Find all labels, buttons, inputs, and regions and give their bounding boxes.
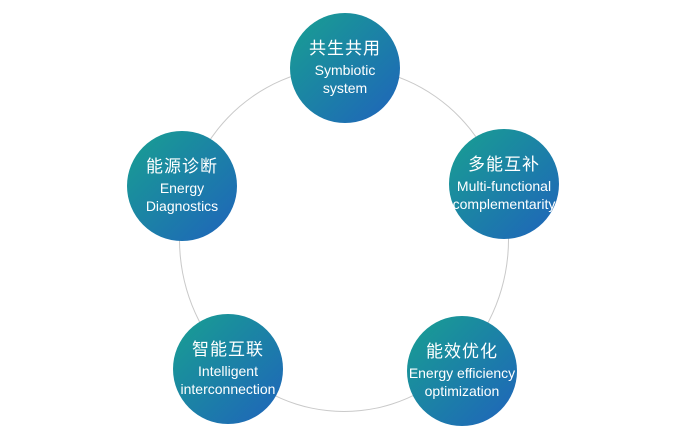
node-title-en: Energy Diagnostics <box>145 179 219 215</box>
node-title-zh: 智能互联 <box>192 340 264 360</box>
node-title-zh: 共生共用 <box>309 39 381 59</box>
node-title-zh: 能源诊断 <box>146 157 218 177</box>
node-title-zh: 能效优化 <box>426 342 498 362</box>
node-intelligent-interconnection: 智能互联 Intelligent interconnection <box>173 314 283 424</box>
node-title-en: Energy efficiency optimization <box>408 364 516 400</box>
node-symbiotic-system: 共生共用 Symbiotic system <box>290 13 400 123</box>
node-title-zh: 多能互补 <box>468 155 540 175</box>
node-title-en: Intelligent interconnection <box>180 362 276 398</box>
node-energy-diagnostics: 能源诊断 Energy Diagnostics <box>127 131 237 241</box>
node-energy-efficiency-optimization: 能效优化 Energy efficiency optimization <box>407 316 517 426</box>
node-multi-functional-complementarity: 多能互补 Multi-functional complementarity <box>449 129 559 239</box>
node-title-en: Symbiotic system <box>314 61 376 97</box>
node-title-en: Multi-functional complementarity <box>452 177 556 213</box>
